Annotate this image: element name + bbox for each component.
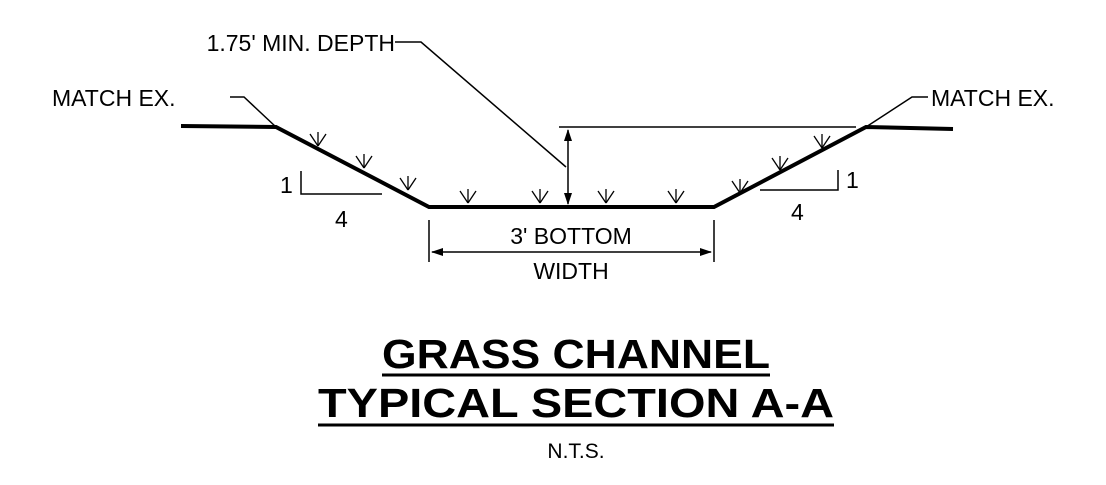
grass-symbol [667,189,685,204]
channel-profile [180,124,954,209]
match-ex-right-leader [865,96,928,128]
bottom-width-label-line1: 3' BOTTOM [510,223,632,249]
min-depth-label: 1.75' MIN. DEPTH [207,30,395,56]
grass-symbol [731,179,749,194]
grass-symbol [813,134,831,149]
title-line1: GRASS CHANNEL [382,331,770,377]
min-depth-leader [395,41,567,168]
grass-symbol [309,132,327,147]
bottom-width-label-line2: WIDTH [533,258,608,284]
title-line2: TYPICAL SECTION A-A [318,380,834,426]
match-ex-right-label: MATCH EX. [931,85,1055,111]
grass-symbol [399,176,417,191]
slope-right-rise-label: 1 [846,167,859,193]
grass-symbol [597,189,615,204]
slope-triangle-right [760,170,839,191]
grass-symbol [355,154,373,169]
scale-note: N.T.S. [547,440,604,463]
grass-symbol [771,156,789,171]
slope-right-run-label: 4 [791,199,804,225]
grass-symbol [531,189,549,204]
grass-symbols [309,132,831,204]
match-ex-left-leader [230,96,277,128]
slope-left-run-label: 4 [335,206,348,232]
slope-triangle-left [300,171,382,195]
match-ex-left-label: MATCH EX. [52,85,176,111]
slope-left-rise-label: 1 [280,172,293,198]
grass-symbol [459,189,477,204]
